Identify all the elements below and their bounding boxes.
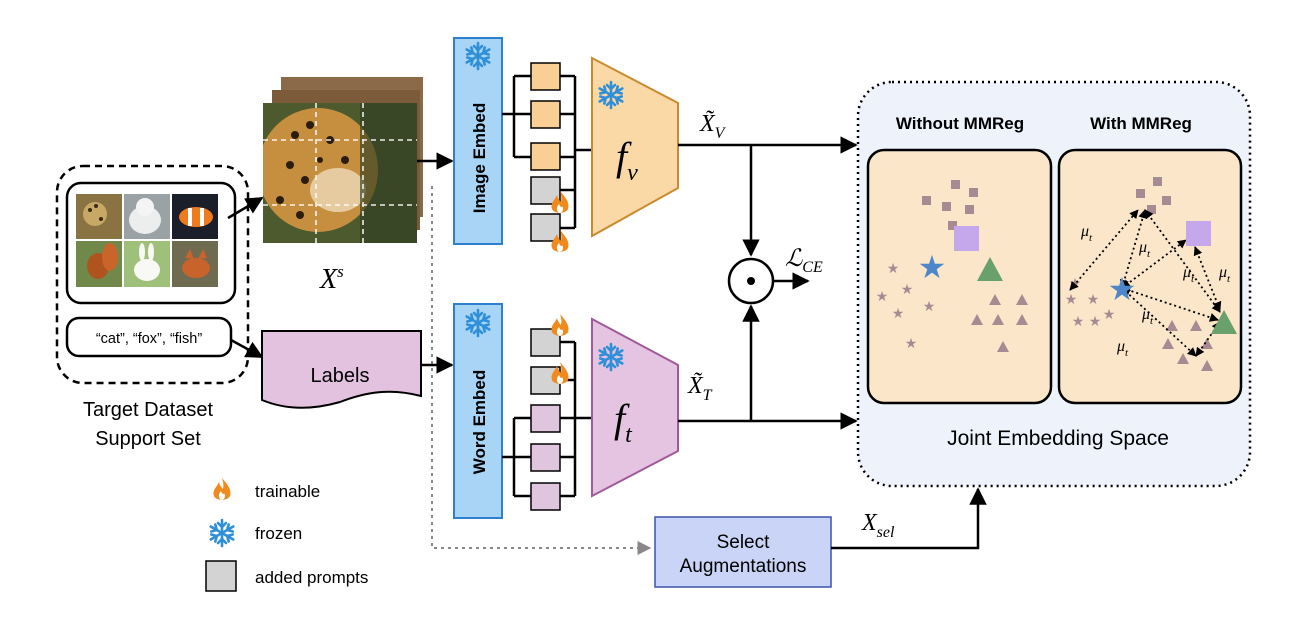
image-token-bracket xyxy=(502,74,592,230)
flame-icon xyxy=(551,362,569,384)
without-mmreg-title: Without MMReg xyxy=(896,114,1024,133)
flame-icon xyxy=(551,314,569,336)
image-prompt-token xyxy=(530,176,561,205)
with-mmreg-panel xyxy=(1057,148,1243,405)
select-augmentations-line2: Augmentations xyxy=(680,556,807,577)
green-class-prototype xyxy=(977,257,1003,281)
svg-text:★: ★ xyxy=(892,305,905,321)
svg-text:μt: μt xyxy=(1080,223,1093,244)
select-augmentations-line1: Select xyxy=(717,532,771,553)
labels-text: Labels xyxy=(311,365,370,387)
support-set-title-line1: Target Dataset xyxy=(83,399,214,421)
flame-icon xyxy=(213,478,231,500)
selected-augmentations-label: Xsel xyxy=(861,510,895,541)
text-features-label: X̃T xyxy=(687,372,713,404)
svg-text:μt: μt xyxy=(1182,264,1195,285)
svg-text:μt: μt xyxy=(1141,306,1154,327)
image-features-label: X̃V xyxy=(699,110,727,142)
class-names-text: “cat”, “fox”, “fish” xyxy=(96,331,203,347)
purple-class-prototype xyxy=(954,226,979,251)
image-tokens xyxy=(530,62,569,252)
svg-text:★: ★ xyxy=(887,260,900,276)
svg-text:★: ★ xyxy=(1072,313,1085,329)
svg-text:★: ★ xyxy=(1065,291,1078,307)
mu-t-labels: μt μt μt μt μt μt xyxy=(1080,223,1231,359)
image-embed-label: Image Embed xyxy=(470,103,489,214)
green-class-prototype xyxy=(1211,310,1237,334)
legend-trainable: trainable xyxy=(255,482,320,501)
arrow-images-to-augmented xyxy=(227,196,264,220)
svg-text:★: ★ xyxy=(923,298,936,314)
arrow-classnames-to-labels xyxy=(230,338,264,359)
svg-text:μt: μt xyxy=(1218,264,1231,285)
svg-text:μt: μt xyxy=(1116,338,1129,359)
image-token xyxy=(530,62,561,91)
text-encoder-ft xyxy=(591,317,679,498)
augmented-images-stack xyxy=(263,77,423,243)
svg-text:★: ★ xyxy=(1103,306,1116,322)
support-image-thumbnails xyxy=(76,194,218,287)
word-embed-label: Word Embed xyxy=(470,370,489,475)
text-token xyxy=(530,443,561,472)
arrow-images-to-select-augmentations xyxy=(431,186,652,555)
text-token xyxy=(530,482,561,511)
legend-added-prompts: added prompts xyxy=(255,568,368,587)
support-set-group: “cat”, “fox”, “fish” Target Dataset Supp… xyxy=(55,164,250,450)
image-prompt-token xyxy=(530,213,561,242)
support-set-title-line2: Support Set xyxy=(95,428,201,450)
blue-class-prototype: ★ xyxy=(918,249,947,285)
svg-text:★: ★ xyxy=(901,281,914,297)
image-token xyxy=(530,142,561,171)
word-embed-box xyxy=(453,303,503,519)
joint-embedding-space-title: Joint Embedding Space xyxy=(947,427,1169,450)
text-tokens xyxy=(530,314,569,511)
legend: trainable frozen added prompts xyxy=(205,478,368,592)
with-mmreg-title: With MMReg xyxy=(1090,114,1192,133)
text-token xyxy=(530,404,561,433)
mmreg-distance-arrows xyxy=(1069,209,1222,357)
class-names-box xyxy=(65,316,233,358)
svg-text:★: ★ xyxy=(876,288,889,304)
ce-loss-label: ℒCE xyxy=(785,246,823,276)
svg-text:★: ★ xyxy=(1089,313,1102,329)
text-token-bracket xyxy=(502,340,592,498)
blue-class-prototype: ★ xyxy=(1108,271,1137,307)
svg-text:★: ★ xyxy=(1087,291,1100,307)
snowflake-icon xyxy=(209,518,235,548)
select-augmentations-box xyxy=(654,516,832,588)
svg-text:μt: μt xyxy=(1138,239,1151,260)
image-encoder-fv xyxy=(591,56,679,238)
augmented-images-label: Xs xyxy=(319,262,344,295)
without-mmreg-points: ★ ★ ★ ★ ★ ★ xyxy=(876,180,1028,352)
purple-class-prototype xyxy=(1186,221,1211,246)
arrow-augmentations-to-joint xyxy=(831,487,987,550)
legend-frozen: frozen xyxy=(255,524,302,543)
image-token xyxy=(530,100,561,129)
gray-square-icon xyxy=(205,560,237,592)
without-mmreg-panel xyxy=(866,148,1053,405)
svg-text:★: ★ xyxy=(905,335,918,351)
labels-document xyxy=(261,330,422,409)
image-embed-box xyxy=(453,37,503,245)
